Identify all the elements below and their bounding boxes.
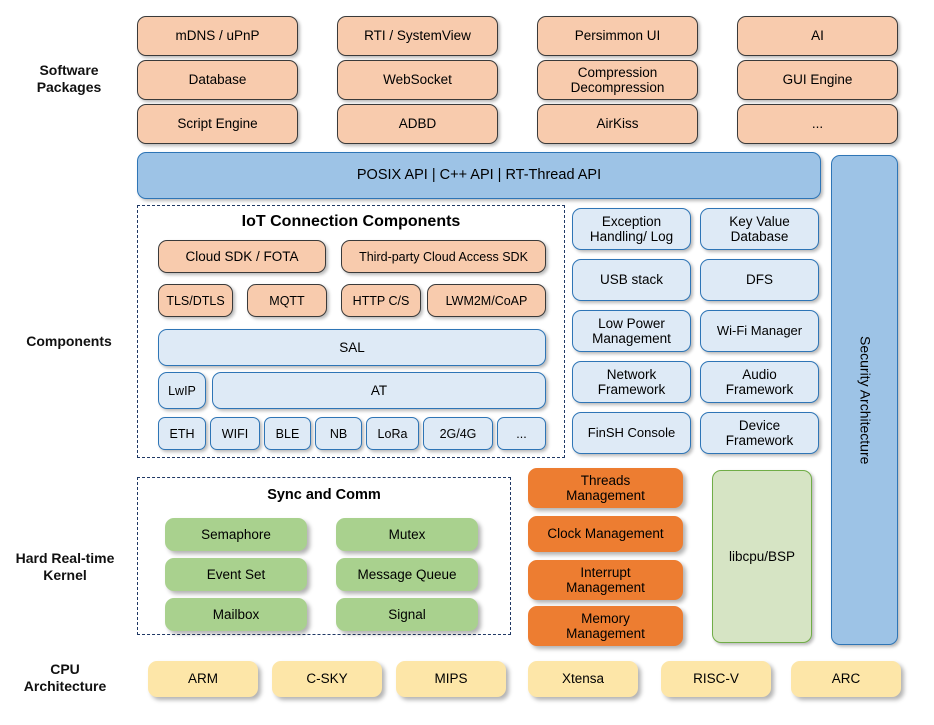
row-label-components: Components: [8, 330, 130, 354]
package-compression-line2: Decompression: [570, 80, 665, 95]
component-keyvalue-line1: Key Value: [729, 213, 790, 229]
package-rti-systemview[interactable]: RTI / SystemView: [337, 16, 498, 56]
row-label-kernel-line2: Kernel: [43, 567, 87, 583]
security-architecture-bar[interactable]: Security Architecture: [831, 155, 898, 645]
iot-group-title: IoT Connection Components: [241, 213, 461, 230]
row-label-cpu-architecture: CPU Architecture: [0, 655, 130, 701]
component-keyvalue-line2: Database: [730, 229, 789, 244]
kernel-threads-management[interactable]: Threads Management: [528, 468, 683, 508]
component-exception-line1: Exception: [601, 213, 662, 229]
kernel-mutex[interactable]: Mutex: [336, 518, 478, 551]
iot-at[interactable]: AT: [212, 372, 546, 409]
cpu-arch-c-sky[interactable]: C-SKY: [272, 661, 382, 697]
component-lowpower-line2: Management: [592, 331, 671, 346]
kernel-memory-line1: Memory: [581, 610, 630, 626]
kernel-clock-management[interactable]: Clock Management: [528, 516, 683, 552]
package-more[interactable]: ...: [737, 104, 898, 144]
package-websocket[interactable]: WebSocket: [337, 60, 498, 100]
component-device-line1: Device: [738, 417, 781, 433]
component-network-line1: Network: [606, 366, 657, 382]
iot-phy-nb[interactable]: NB: [315, 417, 362, 450]
package-gui-engine[interactable]: GUI Engine: [737, 60, 898, 100]
iot-tls-dtls[interactable]: TLS/DTLS: [158, 284, 233, 317]
component-low-power-management[interactable]: Low Power Management: [572, 310, 691, 352]
kernel-event-set[interactable]: Event Set: [165, 558, 307, 591]
component-audio-line2: Framework: [725, 382, 794, 397]
component-device-framework[interactable]: Device Framework: [700, 412, 819, 454]
iot-sal[interactable]: SAL: [158, 329, 546, 366]
kernel-interrupt-line2: Management: [566, 580, 645, 595]
component-device-line2: Framework: [725, 433, 794, 448]
row-label-cpu-line2: Architecture: [23, 678, 107, 694]
row-label-kernel-line1: Hard Real-time: [15, 549, 115, 566]
kernel-signal[interactable]: Signal: [336, 598, 478, 631]
kernel-threads-line2: Management: [566, 488, 645, 503]
iot-phy-2g4g[interactable]: 2G/4G: [423, 417, 493, 450]
row-label-components-text: Components: [26, 333, 112, 350]
kernel-semaphore[interactable]: Semaphore: [165, 518, 307, 551]
component-exception-line2: Handling/ Log: [589, 229, 674, 244]
security-architecture-label: Security Architecture: [857, 335, 874, 465]
row-label-software-packages: Software Packages: [8, 55, 130, 103]
component-network-line2: Framework: [597, 382, 666, 397]
row-label-software-packages-line1: Software: [39, 61, 99, 78]
cpu-arch-arc[interactable]: ARC: [791, 661, 901, 697]
cpu-arch-risc-v[interactable]: RISC-V: [661, 661, 771, 697]
component-network-framework[interactable]: Network Framework: [572, 361, 691, 403]
component-audio-line1: Audio: [742, 366, 777, 382]
cpu-arch-xtensa[interactable]: Xtensa: [528, 661, 638, 697]
component-exception-handling-log[interactable]: Exception Handling/ Log: [572, 208, 691, 250]
component-finsh-console[interactable]: FinSH Console: [572, 412, 691, 454]
iot-cloud-sdk-fota[interactable]: Cloud SDK / FOTA: [158, 240, 326, 273]
kernel-interrupt-line1: Interrupt: [580, 564, 631, 580]
iot-lwip[interactable]: LwIP: [158, 372, 206, 409]
kernel-interrupt-management[interactable]: Interrupt Management: [528, 560, 683, 600]
component-wifi-manager[interactable]: Wi-Fi Manager: [700, 310, 819, 352]
row-label-kernel: Hard Real-time Kernel: [0, 544, 130, 590]
kernel-mailbox[interactable]: Mailbox: [165, 598, 307, 631]
sync-group-title: Sync and Comm: [267, 487, 381, 503]
iot-lwm2m-coap[interactable]: LWM2M/CoAP: [427, 284, 546, 317]
row-label-cpu-line1: CPU: [50, 660, 80, 677]
iot-phy-more[interactable]: ...: [497, 417, 546, 450]
kernel-memory-line2: Management: [566, 626, 645, 641]
package-airkiss[interactable]: AirKiss: [537, 104, 698, 144]
component-audio-framework[interactable]: Audio Framework: [700, 361, 819, 403]
package-compression-decompression[interactable]: Compression Decompression: [537, 60, 698, 100]
kernel-threads-line1: Threads: [580, 472, 631, 488]
cpu-arch-arm[interactable]: ARM: [148, 661, 258, 697]
component-key-value-database[interactable]: Key Value Database: [700, 208, 819, 250]
package-mdns-upnp[interactable]: mDNS / uPnP: [137, 16, 298, 56]
package-ai[interactable]: AI: [737, 16, 898, 56]
iot-http-cs[interactable]: HTTP C/S: [341, 284, 421, 317]
package-compression-line1: Compression: [577, 64, 658, 80]
iot-phy-eth[interactable]: ETH: [158, 417, 206, 450]
component-usb-stack[interactable]: USB stack: [572, 259, 691, 301]
iot-third-party-cloud-access-sdk[interactable]: Third-party Cloud Access SDK: [341, 240, 546, 273]
cpu-arch-mips[interactable]: MIPS: [396, 661, 506, 697]
libcpu-bsp-box[interactable]: libcpu/BSP: [712, 470, 812, 643]
component-dfs[interactable]: DFS: [700, 259, 819, 301]
iot-phy-ble[interactable]: BLE: [264, 417, 311, 450]
row-label-software-packages-line2: Packages: [36, 79, 102, 95]
api-layer-bar[interactable]: POSIX API | C++ API | RT-Thread API: [137, 152, 821, 199]
package-database[interactable]: Database: [137, 60, 298, 100]
component-lowpower-line1: Low Power: [598, 315, 665, 331]
package-script-engine[interactable]: Script Engine: [137, 104, 298, 144]
package-adbd[interactable]: ADBD: [337, 104, 498, 144]
iot-phy-lora[interactable]: LoRa: [366, 417, 419, 450]
iot-mqtt[interactable]: MQTT: [247, 284, 327, 317]
kernel-message-queue[interactable]: Message Queue: [336, 558, 478, 591]
kernel-memory-management[interactable]: Memory Management: [528, 606, 683, 646]
iot-phy-wifi[interactable]: WIFI: [210, 417, 260, 450]
package-persimmon-ui[interactable]: Persimmon UI: [537, 16, 698, 56]
